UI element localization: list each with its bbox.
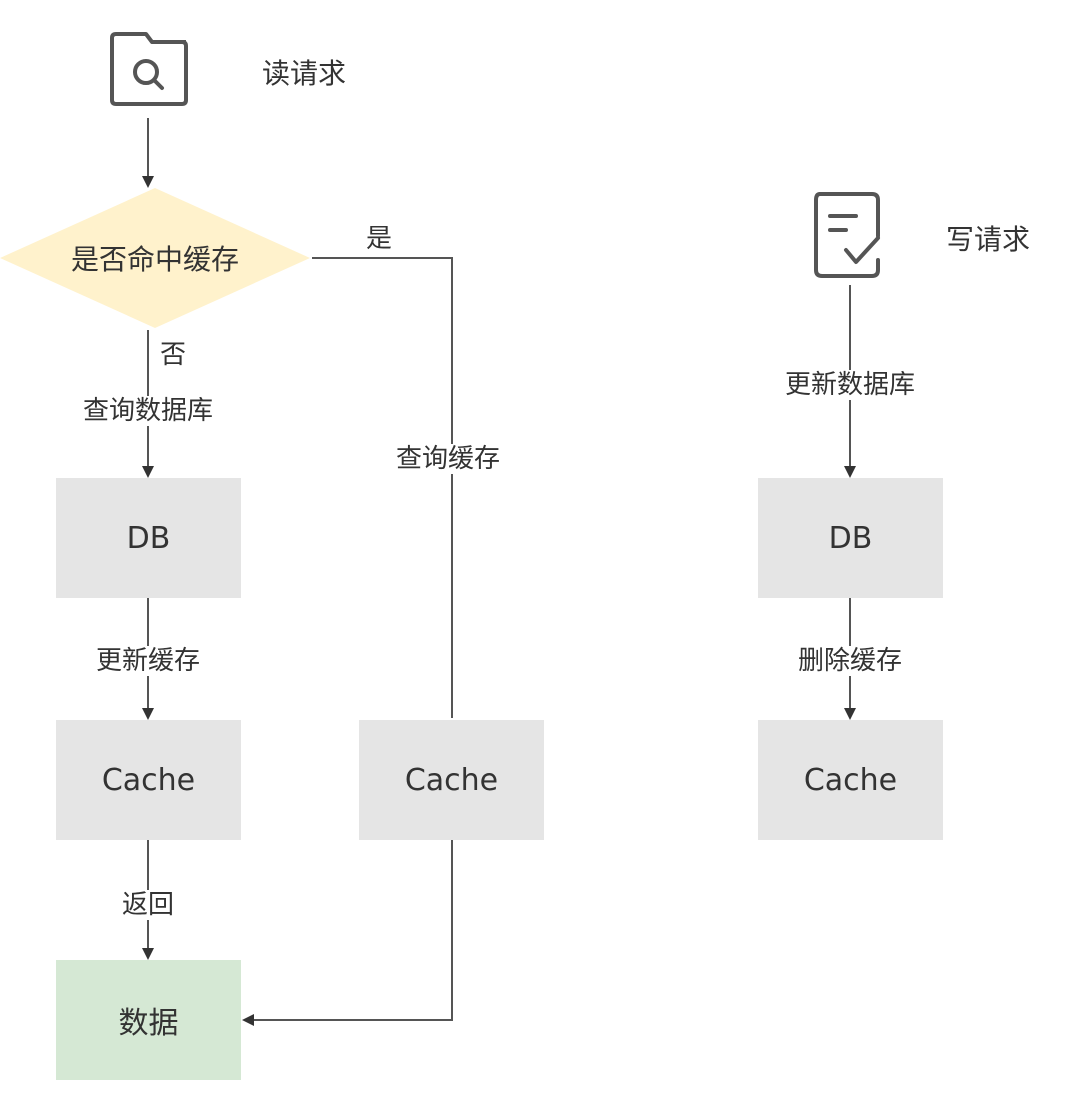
yes-label: 是 — [366, 224, 393, 254]
cache-box-right: Cache — [359, 720, 544, 840]
write-request-title: 写请求 — [946, 223, 1031, 256]
line-decision-yes-path — [312, 257, 453, 718]
document-check-icon — [814, 192, 880, 278]
query-db-label: 查询数据库 — [79, 396, 217, 426]
write-cache-box: Cache — [758, 720, 943, 840]
update-db-label: 更新数据库 — [781, 370, 919, 400]
read-request-title: 读请求 — [262, 57, 347, 90]
db-box: DB — [56, 478, 241, 598]
no-label: 否 — [160, 340, 187, 370]
delete-cache-label: 删除缓存 — [794, 646, 906, 676]
update-cache-label: 更新缓存 — [92, 646, 204, 676]
data-box: 数据 — [56, 960, 241, 1080]
query-cache-label: 查询缓存 — [392, 444, 504, 474]
cache-box-left: Cache — [56, 720, 241, 840]
decision-diamond — [0, 188, 310, 328]
write-db-box: DB — [758, 478, 943, 598]
arrow-right-cache-to-data — [242, 840, 453, 1026]
decision-label: 是否命中缓存 — [70, 243, 240, 276]
return-label: 返回 — [118, 890, 178, 920]
folder-search-icon — [110, 32, 188, 106]
